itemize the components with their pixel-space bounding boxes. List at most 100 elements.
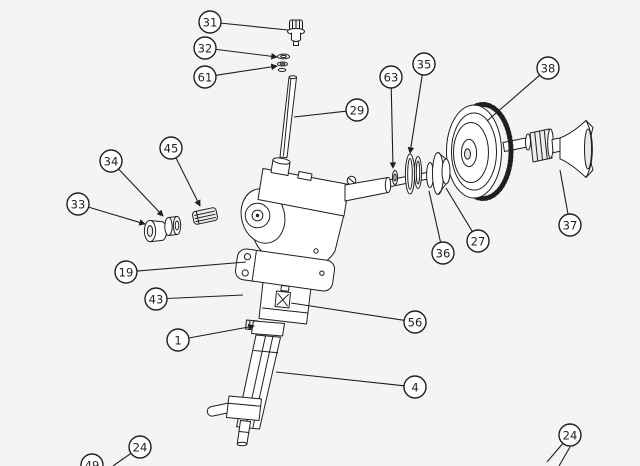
leader-line	[215, 48, 278, 60]
leader-line	[445, 187, 473, 232]
leader-line	[175, 157, 201, 207]
leader-line	[188, 323, 255, 339]
leader-line	[558, 446, 571, 466]
callout-circle	[558, 423, 582, 447]
part-washer-63	[392, 171, 397, 185]
part-spindle-hub	[345, 177, 391, 201]
leader-line	[293, 110, 347, 118]
callout-45: 45	[159, 136, 183, 160]
leader-line	[220, 22, 289, 31]
callout-63: 63	[379, 65, 403, 89]
part-ring-35	[405, 154, 421, 194]
leader-line	[275, 371, 405, 387]
callout-33: 33	[66, 192, 90, 216]
leader-line	[88, 206, 146, 226]
leader-line	[428, 190, 442, 243]
callout-43: 43	[144, 287, 168, 311]
callout-number: 63	[384, 70, 399, 84]
callout-61: 61	[193, 65, 217, 89]
callout-number: 27	[471, 234, 486, 248]
callout-circle	[536, 56, 560, 80]
callout-circle	[403, 310, 427, 334]
callout-number: 24	[133, 440, 148, 454]
callout-19: 19	[114, 260, 138, 284]
callout-circle	[403, 375, 427, 399]
callout-circle	[198, 10, 222, 34]
leader-line	[290, 302, 405, 321]
callout-number: 37	[563, 218, 578, 232]
callout-32: 32	[193, 36, 217, 60]
callout-number: 43	[149, 292, 164, 306]
part-block-45	[192, 207, 218, 225]
callout-4: 4	[403, 375, 427, 399]
leader-line	[215, 63, 278, 76]
leader-line	[118, 168, 164, 217]
callout-31: 31	[198, 10, 222, 34]
callout-number: 33	[71, 197, 86, 211]
leader-line	[559, 169, 569, 215]
callout-circle	[431, 241, 455, 265]
callout-number: 19	[119, 265, 134, 279]
callout-number: 56	[408, 315, 423, 329]
part-rings-32-61	[278, 54, 290, 71]
part-column-4	[206, 321, 284, 446]
callout-27: 27	[466, 229, 490, 253]
callout-36: 36	[431, 241, 455, 265]
leader-line	[389, 87, 397, 169]
leader-line	[486, 74, 541, 122]
callout-circle	[193, 36, 217, 60]
callouts: 31 32 61 29 63 35 38 45 34 33 37 36 27 19 43 56 1 4 24 49 24	[66, 10, 582, 466]
callout-49: 49	[80, 453, 104, 466]
callout-circle	[66, 192, 90, 216]
callout-circle	[99, 149, 123, 173]
callout-29: 29	[345, 98, 369, 122]
callout-circle	[80, 453, 104, 466]
leader-line	[112, 452, 132, 466]
callout-number: 38	[541, 61, 556, 75]
callout-38: 38	[536, 56, 560, 80]
part-cup-33	[144, 220, 166, 241]
callout-24: 24	[128, 435, 152, 459]
part-washers-34	[165, 217, 181, 236]
leader-line	[166, 294, 244, 300]
callout-number: 1	[174, 333, 181, 347]
callout-number: 24	[563, 428, 578, 442]
callout-circle	[128, 435, 152, 459]
callout-circle	[345, 98, 369, 122]
leader-lines	[88, 22, 571, 466]
leader-line	[136, 261, 247, 272]
part-tube-29	[280, 76, 297, 158]
leader-line	[407, 74, 423, 154]
part-clamp-19	[234, 248, 335, 292]
callout-24: 24	[558, 423, 582, 447]
callout-1: 1	[166, 328, 190, 352]
callout-56: 56	[403, 310, 427, 334]
callout-number: 35	[417, 57, 432, 71]
callout-number: 61	[198, 70, 213, 84]
callout-circle	[193, 65, 217, 89]
callout-circle	[558, 213, 582, 237]
callout-circle	[144, 287, 168, 311]
callout-circle	[114, 260, 138, 284]
callout-34: 34	[99, 149, 123, 173]
callout-circle	[412, 52, 436, 76]
callout-circle	[159, 136, 183, 160]
part-cap-31	[288, 20, 305, 46]
part-handwheel-38	[447, 105, 512, 199]
callout-number: 34	[104, 154, 119, 168]
callout-37: 37	[558, 213, 582, 237]
callout-circle	[166, 328, 190, 352]
part-flange-27-36	[427, 153, 450, 195]
callout-number: 45	[164, 141, 179, 155]
callout-circle	[466, 229, 490, 253]
callout-number: 36	[436, 246, 451, 260]
callout-35: 35	[412, 52, 436, 76]
callout-number: 29	[350, 103, 365, 117]
callout-number: 4	[411, 380, 418, 394]
callout-number: 32	[198, 41, 213, 55]
callout-number: 49	[85, 458, 100, 466]
part-gear-head	[258, 157, 356, 216]
leader-line	[546, 443, 564, 463]
